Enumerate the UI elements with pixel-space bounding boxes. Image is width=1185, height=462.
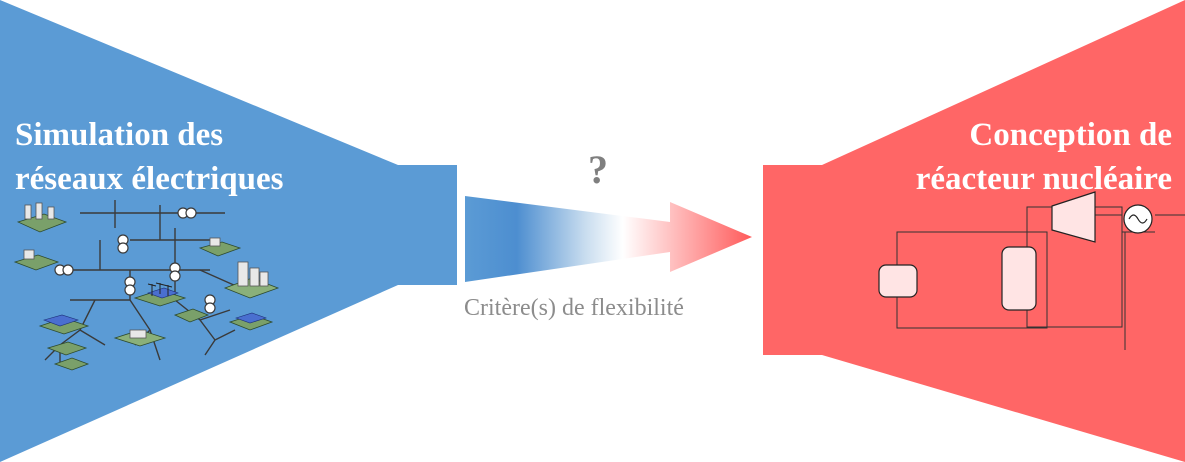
left-funnel-shape (0, 0, 457, 462)
flexibility-criteria-caption: Critère(s) de flexibilité (464, 295, 684, 321)
ac-generator-icon (1123, 204, 1153, 234)
turbine-icon (1051, 191, 1096, 243)
left-panel-title: Simulation des réseaux électriques (15, 113, 284, 201)
left-title-line2: réseaux électriques (15, 161, 284, 197)
reactor-core-shape (878, 264, 918, 298)
right-title-line1: Conception de (969, 117, 1172, 153)
steam-generator-shape (1001, 246, 1037, 311)
power-grid-illustration-icon (13, 200, 280, 371)
question-mark: ? (588, 147, 608, 192)
right-panel-title: Conception de réacteur nucléaire (916, 113, 1172, 201)
left-title-line1: Simulation des (15, 117, 224, 153)
right-title-line2: réacteur nucléaire (915, 161, 1172, 197)
right-funnel-shape (763, 0, 1185, 462)
flexibility-arrow (465, 196, 752, 282)
